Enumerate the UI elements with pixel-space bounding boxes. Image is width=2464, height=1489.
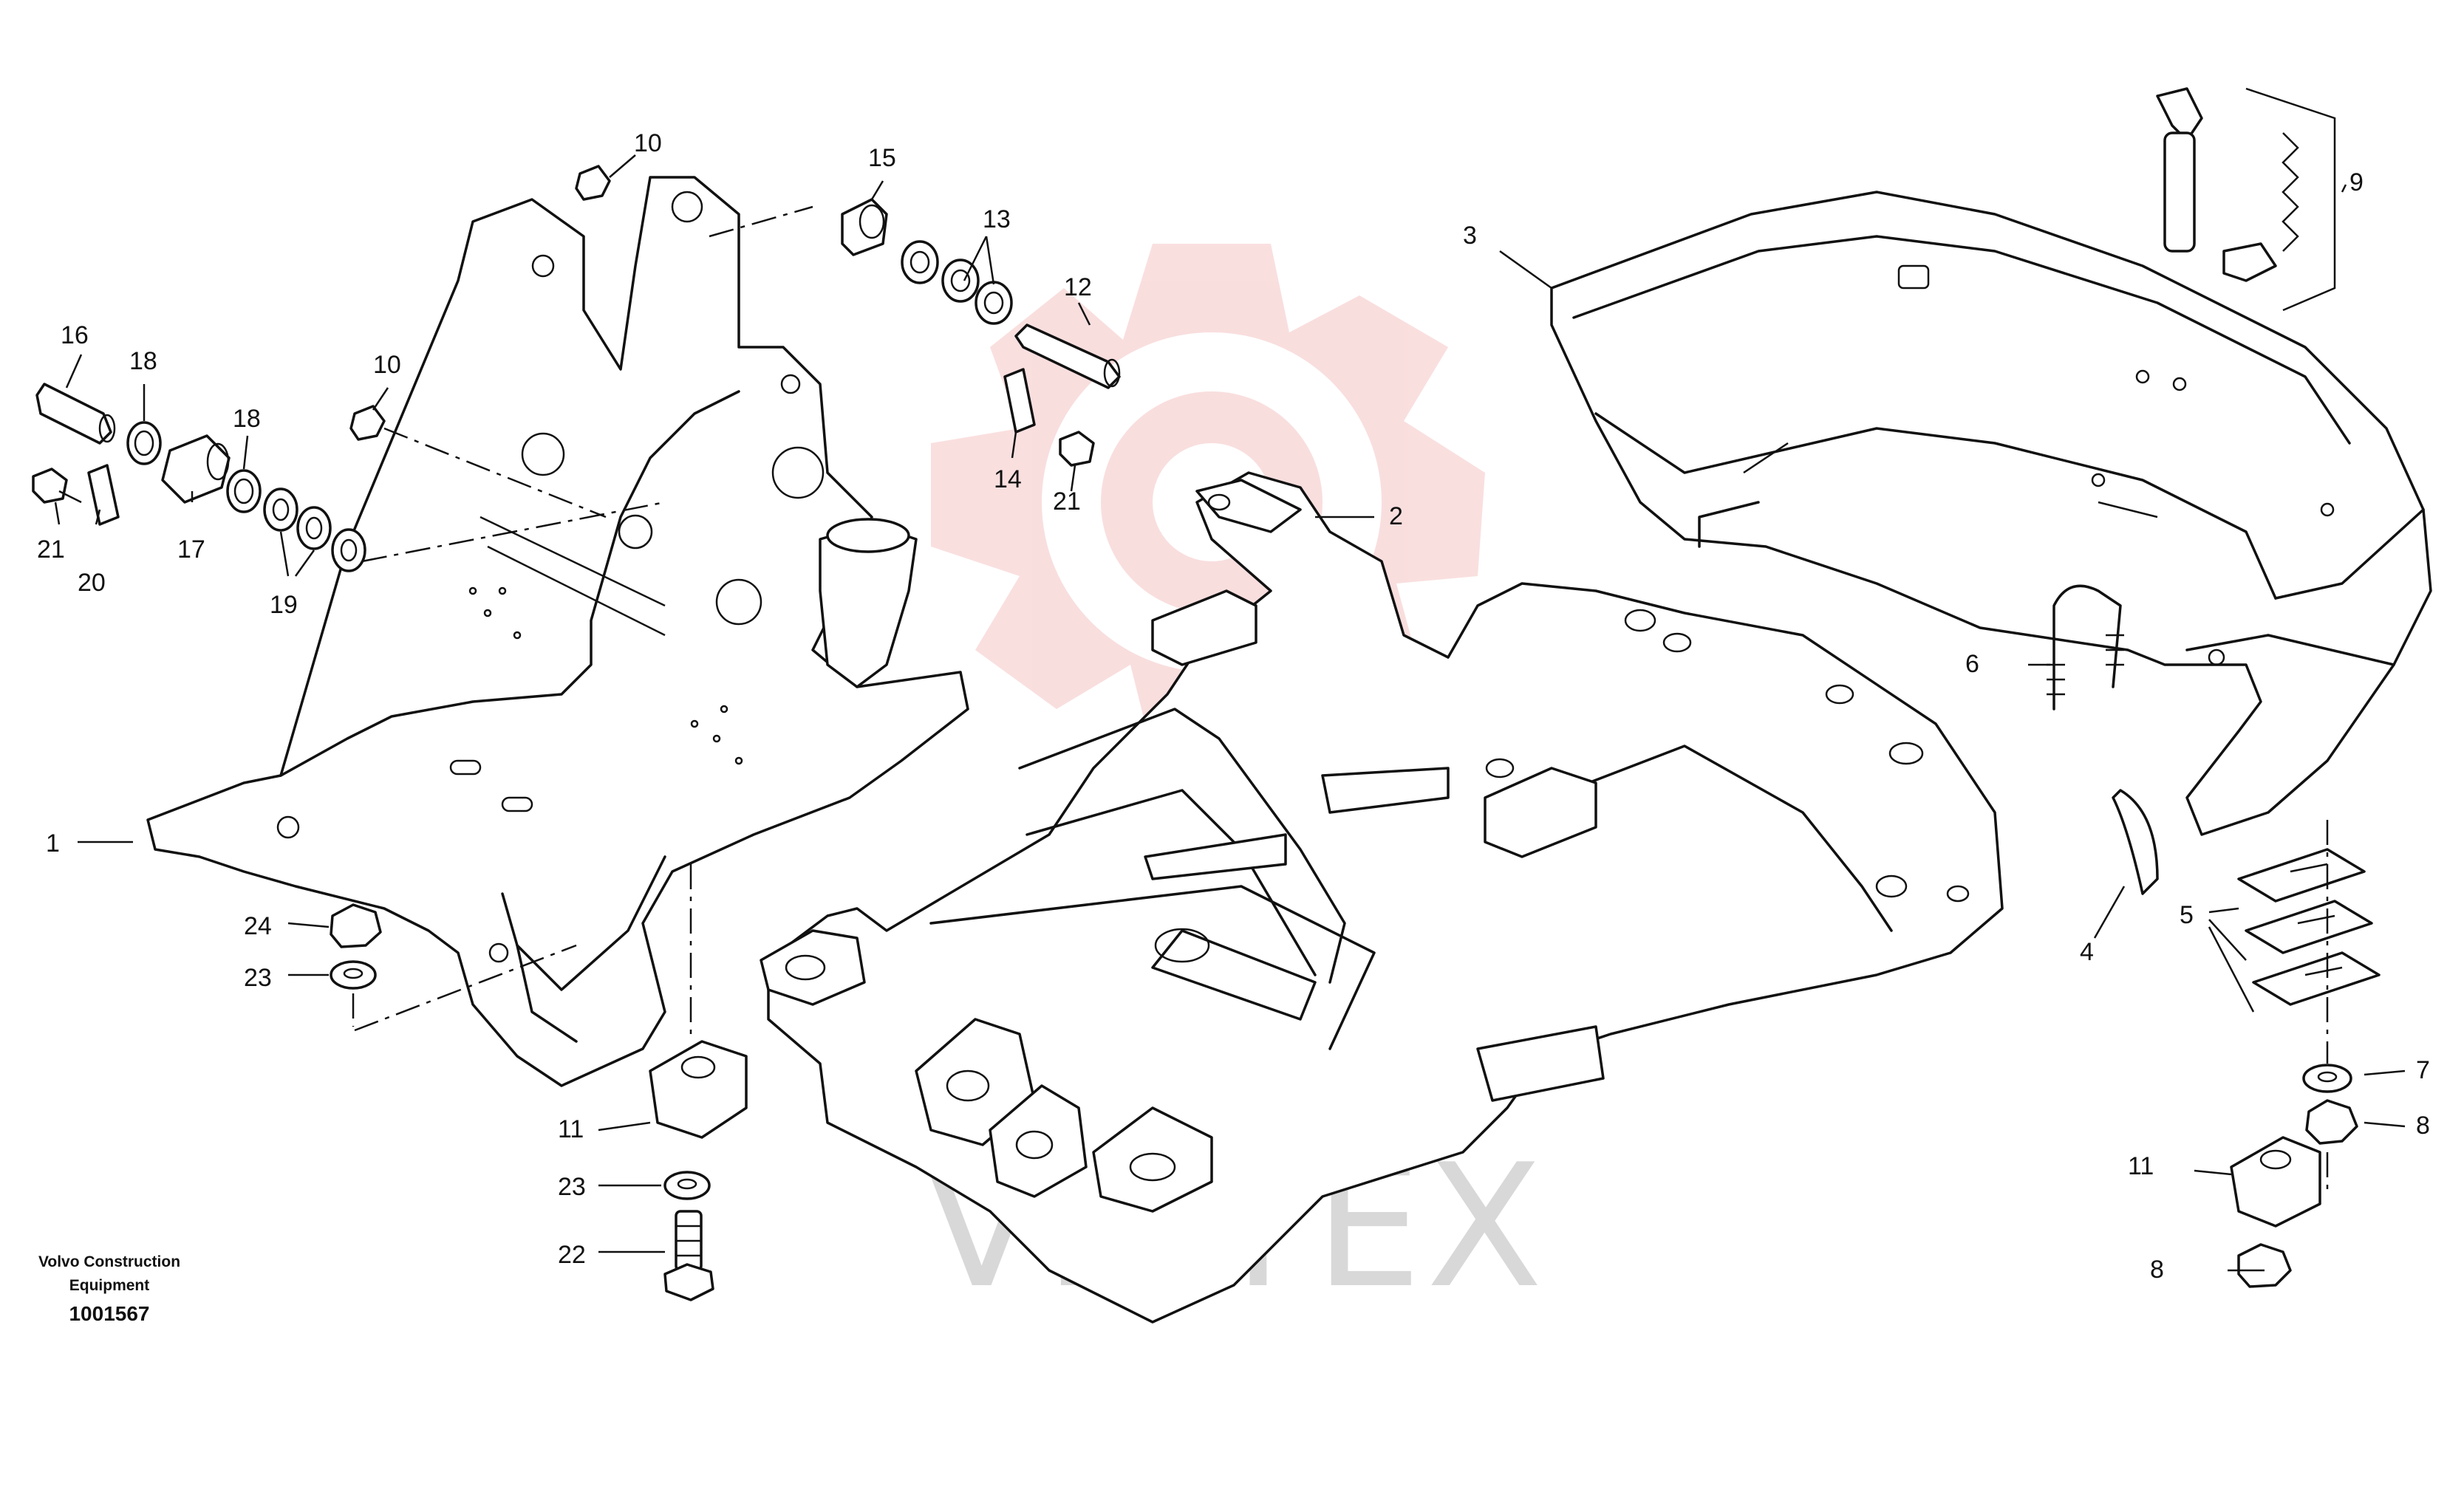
part-15-bushing bbox=[841, 198, 888, 256]
callout-9: 9 bbox=[2349, 168, 2364, 196]
callout-10-lower: 10 bbox=[373, 351, 401, 379]
callout-4: 4 bbox=[2080, 938, 2094, 966]
part-3-counterweight bbox=[1550, 191, 2432, 836]
document-caption: Volvo Construction Equipment 1001567 bbox=[38, 1253, 180, 1325]
callout-2: 2 bbox=[1389, 502, 1403, 530]
part-1-front-frame bbox=[146, 176, 969, 1087]
part-13-washers bbox=[901, 240, 1013, 325]
callout-17: 17 bbox=[177, 535, 205, 564]
callout-19: 19 bbox=[270, 591, 298, 619]
callout-11-left: 11 bbox=[558, 1115, 584, 1143]
callout-7: 7 bbox=[2416, 1056, 2430, 1084]
part-18-seal-left bbox=[126, 421, 162, 465]
caption-line-2: Equipment bbox=[69, 1277, 150, 1294]
callout-14: 14 bbox=[994, 465, 1022, 493]
callout-13: 13 bbox=[983, 205, 1011, 233]
part-8-nut-upper bbox=[2305, 1099, 2358, 1145]
callout-15: 15 bbox=[868, 144, 896, 172]
part-12-pin bbox=[1014, 324, 1121, 389]
part-2-chassis-frame bbox=[760, 471, 2004, 1324]
part-4-shim-strip bbox=[2112, 789, 2159, 895]
part-14-lock-plate bbox=[1003, 368, 1036, 434]
drawing-number: 1001567 bbox=[69, 1302, 149, 1325]
callout-21-middle: 21 bbox=[1053, 487, 1081, 516]
part-21-bolt-left bbox=[32, 468, 82, 504]
part-5-shim-plates bbox=[2237, 848, 2381, 1006]
callout-10-upper: 10 bbox=[634, 129, 662, 157]
part-10-grease-fitting-lower bbox=[349, 405, 386, 441]
part-20-lock-plate-left bbox=[87, 464, 120, 526]
callout-1: 1 bbox=[46, 829, 60, 858]
callout-16: 16 bbox=[61, 321, 89, 349]
part-6-u-bolt bbox=[2047, 584, 2124, 711]
part-17-bushing bbox=[161, 434, 231, 504]
callout-21-left: 21 bbox=[37, 535, 65, 564]
callout-20: 20 bbox=[78, 569, 106, 597]
part-19-washers bbox=[263, 487, 366, 572]
part-23-washer-lower bbox=[663, 1171, 711, 1200]
callout-5: 5 bbox=[2180, 901, 2194, 929]
callout-22: 22 bbox=[558, 1241, 586, 1269]
part-21-bolt-middle bbox=[1059, 431, 1095, 467]
callout-8-lower: 8 bbox=[2150, 1256, 2164, 1284]
callout-12: 12 bbox=[1064, 273, 1092, 301]
callout-3: 3 bbox=[1463, 222, 1477, 250]
part-10-grease-fitting-upper bbox=[575, 165, 611, 201]
callout-8-upper: 8 bbox=[2416, 1112, 2430, 1140]
callout-23-lower: 23 bbox=[558, 1173, 586, 1201]
callout-labels: 1 2 3 4 5 6 7 8 8 9 10 10 11 11 12 13 14… bbox=[37, 129, 2430, 1284]
leader-lines bbox=[54, 154, 2406, 1272]
part-16-pin bbox=[35, 383, 116, 445]
part-18-seal-right bbox=[226, 469, 262, 513]
part-11-bracket-right bbox=[2230, 1136, 2321, 1228]
callout-23-upper: 23 bbox=[244, 964, 272, 992]
part-22-bolt bbox=[663, 1210, 714, 1301]
caption-line-1: Volvo Construction bbox=[38, 1253, 180, 1270]
callout-24: 24 bbox=[244, 912, 272, 940]
callout-18-left: 18 bbox=[129, 347, 157, 375]
part-8-nut-lower bbox=[2237, 1243, 2292, 1288]
part-9-lock-pin bbox=[2156, 87, 2336, 312]
part-11-bracket-left bbox=[649, 1040, 748, 1139]
part-24-nut bbox=[330, 903, 382, 948]
callout-11-right: 11 bbox=[2128, 1152, 2154, 1180]
part-23-washer-upper bbox=[330, 960, 377, 990]
callout-18-right: 18 bbox=[233, 405, 261, 433]
part-7-washer bbox=[2302, 1064, 2352, 1093]
callout-6: 6 bbox=[1965, 650, 1979, 678]
